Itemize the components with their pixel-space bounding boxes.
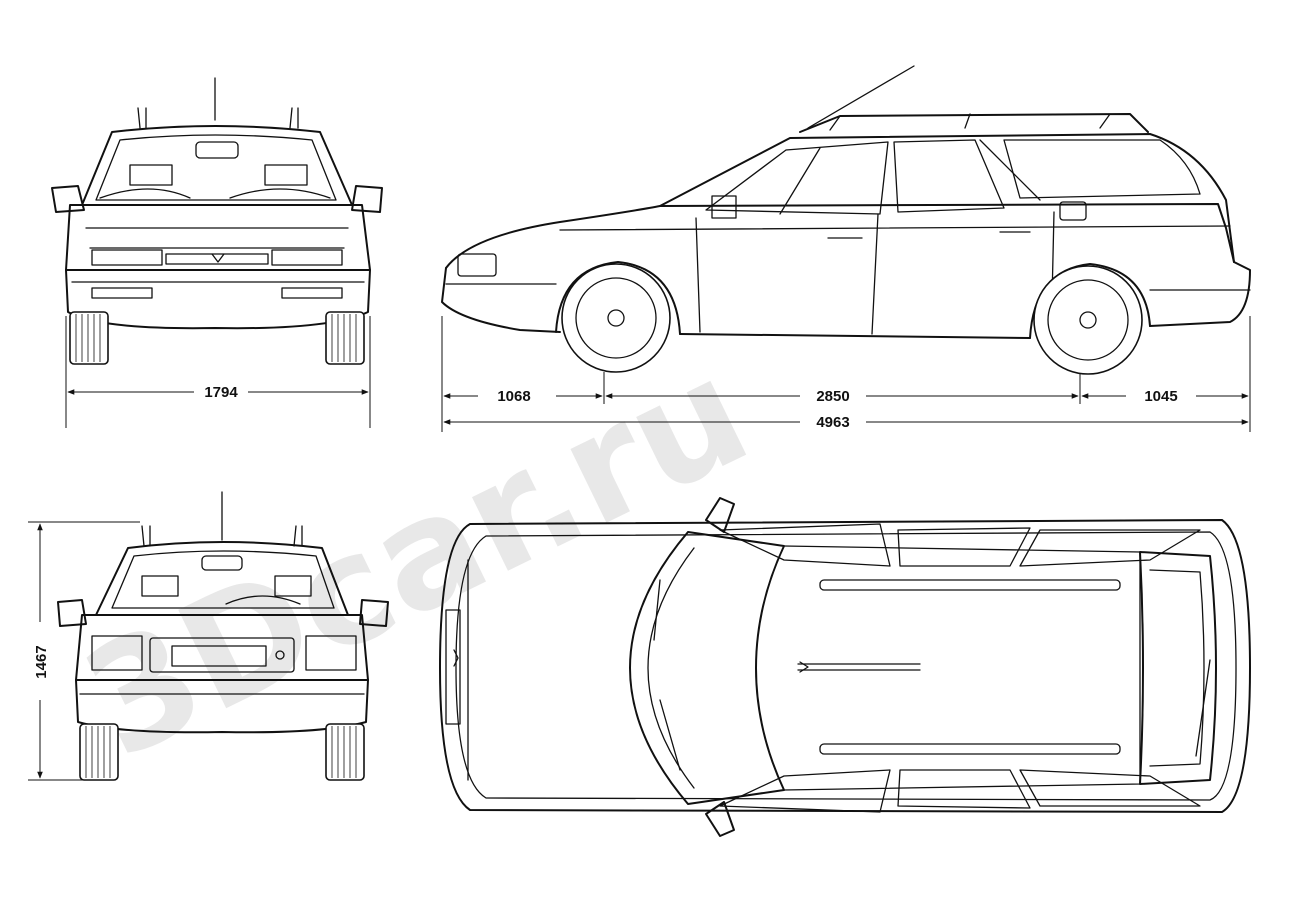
front-view: 1794 xyxy=(51,77,383,428)
side-view: 1068 2850 1045 4963 xyxy=(441,65,1251,432)
rear-view: 1467 xyxy=(28,491,389,781)
overall-length-label: 4963 xyxy=(816,414,849,431)
front-overhang-label: 1068 xyxy=(497,388,530,405)
rear-overhang-label: 1045 xyxy=(1144,388,1177,405)
width-dimension-label: 1794 xyxy=(204,384,238,401)
top-view xyxy=(439,497,1251,837)
wheelbase-label: 2850 xyxy=(816,388,849,405)
height-dimension-label: 1467 xyxy=(33,645,50,678)
